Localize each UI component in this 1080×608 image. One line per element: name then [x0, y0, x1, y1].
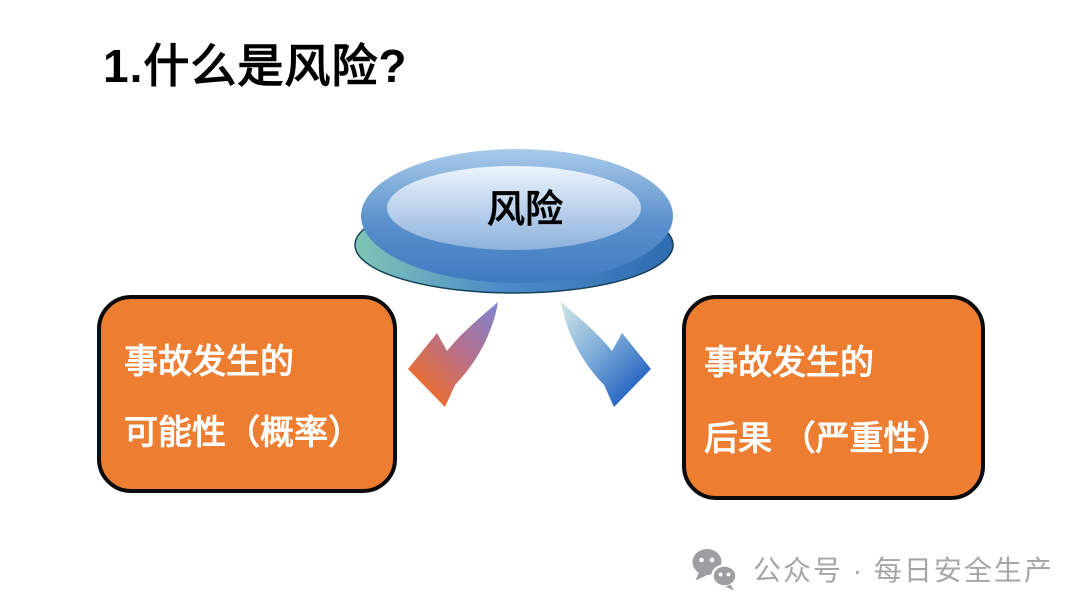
probability-box: 事故发生的 可能性（概率） — [97, 295, 397, 493]
consequence-box-line2: 后果 （严重性） — [704, 419, 952, 458]
risk-disc-svg: 风险 — [354, 149, 674, 294]
risk-disc-shape: 风险 — [353, 144, 685, 296]
disc-top-face — [387, 166, 641, 250]
slide-title: 1.什么是风险? — [103, 40, 408, 92]
arrow-to-probability — [408, 302, 498, 407]
watermark-text: 公众号 · 每日安全生产 — [753, 555, 1054, 586]
consequence-box-line1: 事故发生的 — [704, 343, 874, 382]
arrow-to-consequence — [561, 302, 651, 407]
watermark: 公众号 · 每日安全生产 — [690, 545, 1054, 593]
disc-label: 风险 — [487, 188, 564, 231]
wechat-icon — [692, 549, 738, 591]
consequence-box: 事故发生的 后果 （严重性） — [682, 295, 985, 500]
probability-box-line1: 事故发生的 — [124, 342, 294, 381]
probability-box-line2: 可能性（概率） — [124, 413, 362, 452]
